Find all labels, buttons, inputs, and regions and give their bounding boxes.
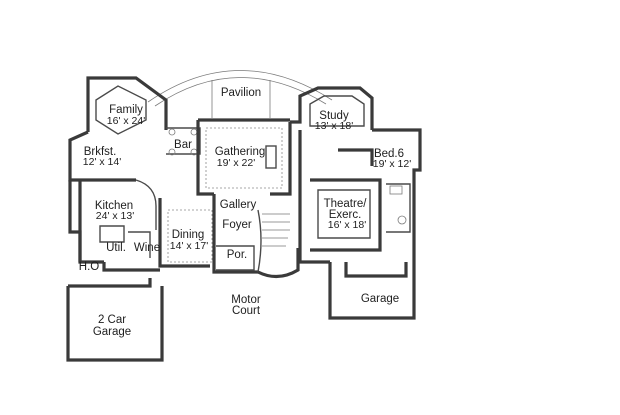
util-label: Util. (106, 242, 126, 254)
theatre-label-line2: Exerc. (329, 209, 362, 221)
bed6-size: 19' x 12' (373, 158, 411, 170)
motor-court-label-line2: Court (232, 305, 261, 317)
gathering-label: Gathering (215, 146, 266, 158)
left-garage-walls (66, 278, 164, 362)
gathering-size: 19' x 22' (217, 157, 255, 169)
ho-label: H.O (79, 261, 100, 273)
room-labels: Pavilion Family 16' x 24' Study 13' x 18… (79, 87, 411, 338)
foyer-label: Foyer (222, 219, 252, 231)
gathering-room-walls (196, 118, 292, 196)
garage-left-label-line2: Garage (93, 326, 131, 338)
garage-left-label-line1: 2 Car (98, 314, 126, 326)
kitchen-size: 24' x 13' (96, 210, 134, 222)
gallery-label: Gallery (220, 199, 257, 211)
family-label: Family (109, 104, 143, 116)
theatre-label-line1: Theatre/ (324, 198, 368, 210)
dining-size: 14' x 17' (170, 240, 208, 252)
bed6-label: Bed.6 (374, 148, 404, 160)
garage-right-label: Garage (361, 293, 399, 305)
dining-label: Dining (172, 229, 205, 241)
right-wing-walls (290, 86, 422, 320)
brkfst-label: Brkfst. (84, 146, 117, 158)
theatre-size: 16' x 18' (328, 219, 366, 231)
main-house-walls-left (68, 178, 210, 272)
wine-label: Wine (134, 242, 160, 254)
pavilion-label: Pavilion (221, 87, 261, 99)
study-size: 13' x 18' (315, 120, 353, 132)
motor-court-label-line1: Motor (231, 294, 261, 306)
foyer-walls (212, 209, 300, 279)
dining-room-walls (167, 194, 216, 263)
family-size: 16' x 24' (107, 115, 145, 127)
bar-label: Bar (174, 139, 192, 151)
kitchen-label: Kitchen (95, 200, 133, 212)
family-room-walls (68, 76, 168, 182)
study-label: Study (319, 110, 349, 122)
por-label: Por. (227, 249, 247, 261)
brkfst-size: 12' x 14' (83, 156, 121, 168)
